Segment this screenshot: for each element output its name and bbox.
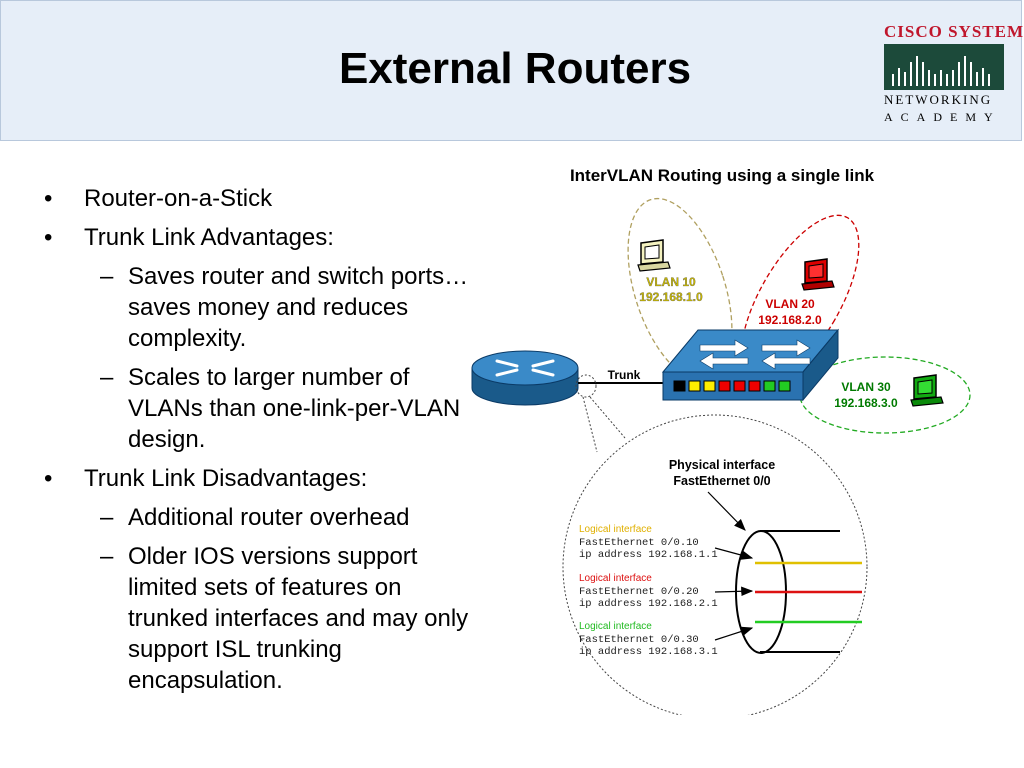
logical-interface-vlan10: Logical interface FastEthernet 0/0.10 ip… [579,524,718,561]
logo-company: Cisco Systems [884,22,1024,41]
logical-iface: FastEthernet 0/0.10 [579,537,699,549]
vlan20-computer-icon [801,258,835,291]
trunk-label: Trunk [608,368,641,382]
vlan20-subnet: 192.168.2.0 [758,313,822,327]
logical-interface-vlan30: Logical interface FastEthernet 0/0.30 ip… [579,621,718,658]
vlan10-subnet: 192.168.1.0 [639,290,703,304]
vlan30-computer-icon [910,374,944,407]
logical-label: Logical interface [579,524,652,535]
vlan20-ellipse [740,214,860,386]
switch-icon [661,328,840,402]
logical-iface: FastEthernet 0/0.30 [579,634,699,646]
logical-interface-vlan20: Logical interface FastEthernet 0/0.20 ip… [579,573,718,610]
vlan10-name: VLAN 10 [646,275,696,289]
slide-title: External Routers [338,44,692,93]
vlan20-name: VLAN 20 [765,297,815,311]
bullet-item: Trunk Link Advantages: [44,222,484,253]
diagram-title: InterVLAN Routing using a single link [570,166,875,185]
cisco-bridge-icon [884,44,1004,90]
sub-bullet-item: Saves router and switch ports…saves mone… [44,261,484,354]
vlan30-subnet: 192.168.3.0 [834,396,898,410]
bullet-item: Trunk Link Disadvantages: [44,463,484,494]
vlan10-computer-icon [637,239,671,272]
cisco-logo: Cisco Systems Networking Academy [878,18,1024,128]
title-banner [0,0,1022,141]
interface-callout-small [575,374,597,398]
logo-academy: Academy [884,110,1001,124]
physical-interface-label: Physical interface [669,458,775,472]
sub-bullet-item: Additional router overhead [44,502,484,533]
logical-ip: ip address 192.168.3.1 [579,646,718,658]
bullet-item: Router-on-a-Stick [44,183,484,214]
router-icon [471,350,579,406]
intervlan-diagram: InterVLAN Routing using a single link VL… [471,166,971,715]
logical-iface: FastEthernet 0/0.20 [579,586,699,598]
physical-interface-name: FastEthernet 0/0 [673,474,770,488]
bullet-list: Router-on-a-Stick Trunk Link Advantages:… [44,183,484,704]
sub-bullet-item: Older IOS versions support limited sets … [44,541,484,696]
logical-ip: ip address 192.168.2.1 [579,598,718,610]
logical-label: Logical interface [579,573,652,584]
interface-zoom-circle [562,414,868,715]
logical-ip: ip address 192.168.1.1 [579,549,718,561]
logical-label: Logical interface [579,621,652,632]
logo-networking: Networking [884,92,993,107]
vlan30-name: VLAN 30 [841,380,891,394]
sub-bullet-item: Scales to larger number of VLANs than on… [44,362,484,455]
